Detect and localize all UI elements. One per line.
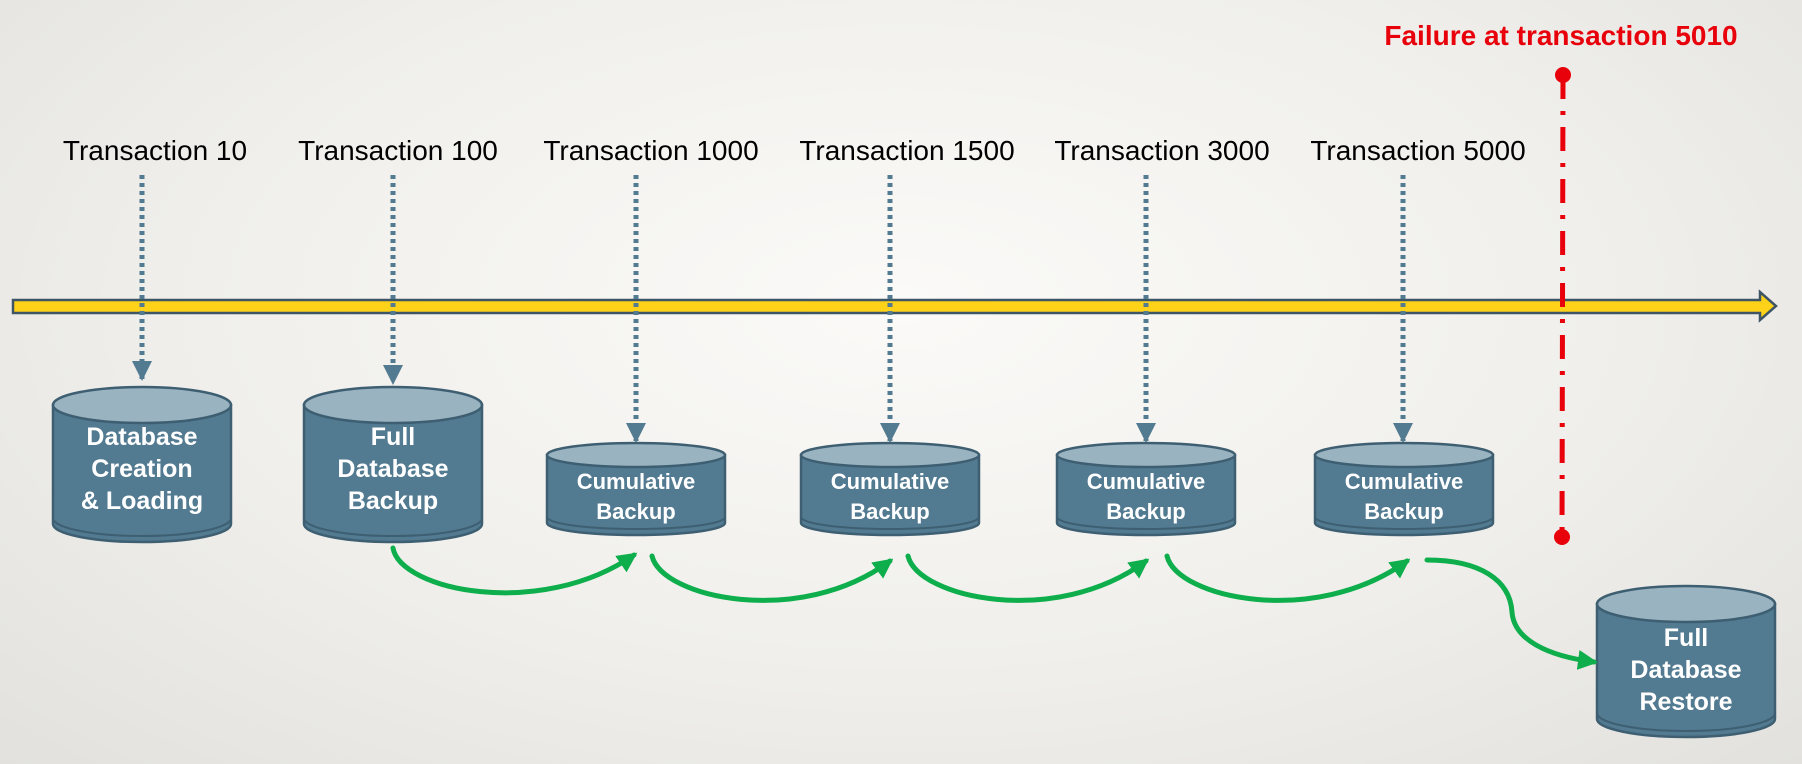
cylinder-body bbox=[545, 453, 727, 537]
cylinder-bottom-rim bbox=[52, 517, 232, 537]
flow-arrow-cum3-to-cum4 bbox=[1164, 553, 1411, 603]
cylinder-body bbox=[1595, 602, 1777, 739]
cylinder-top bbox=[1313, 441, 1495, 469]
cylinder-label-line: & Loading bbox=[81, 487, 203, 515]
cylinder-label-line: Cumulative bbox=[1087, 469, 1206, 494]
cylinder-bottom-rim bbox=[546, 516, 726, 530]
transaction-label-5000: Transaction 5000 bbox=[1310, 135, 1525, 166]
flow-arrow-full-to-cum1 bbox=[390, 545, 638, 596]
cylinder-top bbox=[799, 441, 981, 469]
flow-arrow-cum4-to-restore bbox=[1424, 557, 1598, 670]
cylinder-label-line: Cumulative bbox=[577, 469, 696, 494]
flow-arrow-cum1-to-cum2 bbox=[649, 553, 894, 603]
failure-marker-top-dot bbox=[1555, 67, 1571, 83]
cylinder-top bbox=[302, 385, 484, 425]
cylinder-label-line: Cumulative bbox=[831, 469, 950, 494]
cylinder-label-line: Database bbox=[1630, 656, 1741, 684]
cylinder-label-line: Creation bbox=[91, 455, 192, 483]
failure-marker-bottom-dot bbox=[1554, 529, 1570, 545]
cylinder-top bbox=[1595, 584, 1777, 624]
cylinder-label-line: Backup bbox=[596, 499, 675, 524]
cylinder-bottom-rim bbox=[1056, 516, 1236, 530]
cylinder-label-line: Cumulative bbox=[1345, 469, 1464, 494]
cylinder-label-line: Backup bbox=[1364, 499, 1443, 524]
transaction-label-1000: Transaction 1000 bbox=[543, 135, 758, 166]
cylinder-body bbox=[302, 403, 484, 544]
transaction-label-1500: Transaction 1500 bbox=[799, 135, 1014, 166]
cylinder-label-line: Backup bbox=[1106, 499, 1185, 524]
cylinder-label-line: Backup bbox=[850, 499, 929, 524]
cylinder-bottom-rim bbox=[800, 516, 980, 530]
cylinder-label-line: Backup bbox=[348, 487, 438, 515]
failure-label: Failure at transaction 5010 bbox=[1384, 20, 1737, 51]
cylinder-body bbox=[799, 453, 981, 537]
transaction-label-10: Transaction 10 bbox=[63, 135, 247, 166]
transaction-label-3000: Transaction 3000 bbox=[1054, 135, 1269, 166]
timeline-arrow bbox=[11, 289, 1778, 323]
cylinder-top bbox=[545, 441, 727, 469]
cylinder-body bbox=[1055, 453, 1237, 537]
cylinder-label-line: Full bbox=[1664, 624, 1708, 652]
cylinder-body bbox=[1313, 453, 1495, 537]
cylinder-bottom-rim bbox=[1596, 712, 1776, 732]
cylinder-label-line: Restore bbox=[1639, 688, 1732, 716]
cylinder-label-line: Database bbox=[337, 455, 448, 483]
cylinder-top bbox=[1055, 441, 1237, 469]
cylinder-bottom-rim bbox=[1314, 516, 1494, 530]
cylinder-label-line: Full bbox=[371, 423, 415, 451]
cylinder-top bbox=[51, 385, 233, 425]
cylinder-bottom-rim bbox=[303, 517, 483, 537]
failure-marker bbox=[1554, 67, 1571, 545]
transaction-label-100: Transaction 100 bbox=[298, 135, 498, 166]
cylinder-body bbox=[51, 403, 233, 544]
cylinder-label-line: Database bbox=[86, 423, 197, 451]
flow-arrow-cum2-to-cum3 bbox=[905, 553, 1150, 603]
